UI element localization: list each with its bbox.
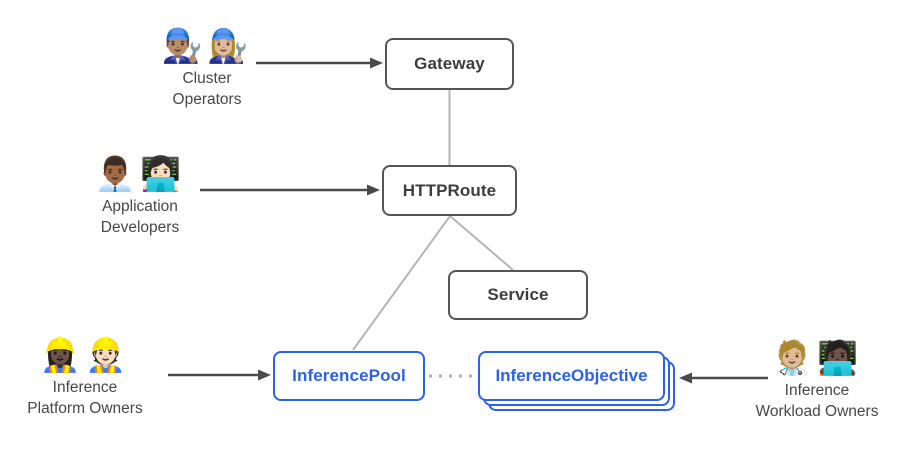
- httproute-inferencepool-connector: [352, 215, 451, 351]
- actor-application-developers: 👨🏾‍💼👩🏻‍💻 Application Developers: [55, 152, 225, 238]
- actor-label-line: Cluster: [182, 70, 232, 87]
- actor-label-line: Application: [102, 198, 178, 215]
- actor-label-line: Workload Owners: [755, 403, 879, 420]
- actor-label-line: Inference: [52, 379, 118, 396]
- cluster-operators-gateway-arrow: [256, 57, 383, 69]
- inference-platform-owners-emoji: 👷🏿‍♀️👷🏻: [39, 336, 131, 373]
- arrow-head: [370, 57, 383, 69]
- service-node: Service: [448, 270, 588, 320]
- workload-owners-inferenceobjective-arrow: [679, 372, 768, 384]
- actor-cluster-operators: 👨🏽‍🔧👩🏼‍🔧 Cluster Operators: [122, 24, 292, 110]
- application-developers-httproute-arrow: [200, 184, 380, 196]
- application-developers-emoji: 👨🏾‍💼👩🏻‍💻: [94, 155, 186, 192]
- inferenceobjective-node: InferenceObjective: [478, 351, 665, 401]
- gateway-node: Gateway: [385, 38, 514, 90]
- arrow-head: [367, 184, 380, 196]
- cluster-operators-emoji: 👨🏽‍🔧👩🏼‍🔧: [161, 27, 253, 64]
- httproute-node: HTTPRoute: [382, 165, 517, 216]
- httproute-service-connector: [449, 215, 514, 271]
- actor-label-line: Developers: [100, 219, 180, 236]
- inferenceobjective-node-stack: InferenceObjective: [478, 351, 675, 411]
- platform-owners-inferencepool-arrow: [168, 369, 271, 381]
- inferencepool-node: InferencePool: [273, 351, 425, 401]
- inference-workload-owners-emoji: 🧑🏼‍⚕️🧑🏿‍💻: [771, 339, 863, 376]
- arrow-head: [258, 369, 271, 381]
- actor-label-line: Platform Owners: [27, 400, 143, 417]
- actor-inference-platform-owners: 👷🏿‍♀️👷🏻 Inference Platform Owners: [0, 333, 170, 419]
- actor-inference-workload-owners: 🧑🏼‍⚕️🧑🏿‍💻 Inference Workload Owners: [732, 336, 902, 422]
- actor-label-line: Inference: [784, 382, 850, 399]
- arrow-head: [679, 372, 692, 384]
- actor-label-line: Operators: [172, 91, 242, 108]
